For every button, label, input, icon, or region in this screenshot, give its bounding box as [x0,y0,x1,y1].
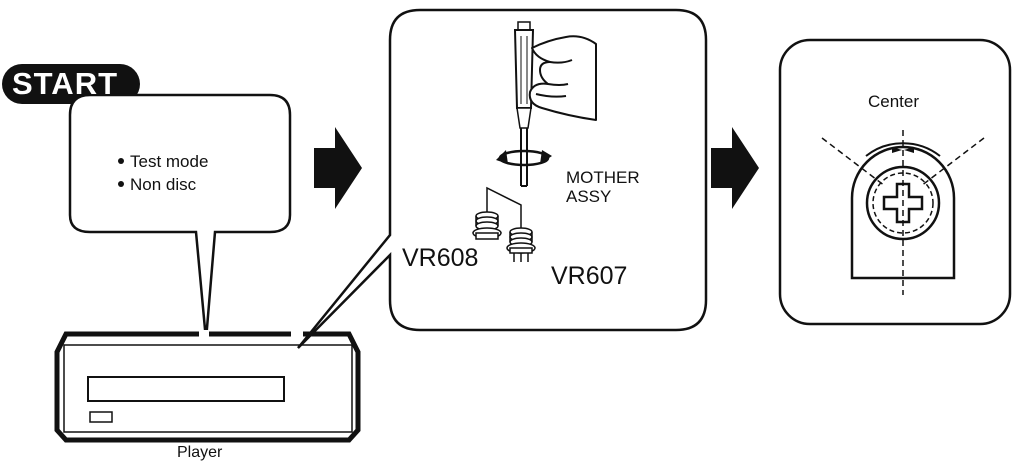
flow-arrow-2 [711,127,759,209]
bullet-icon [118,180,124,187]
instruction-item: Test mode [118,150,208,173]
screwdriver-icon [513,21,535,187]
instruction-bubble [68,93,292,341]
flow-arrow-1 [314,127,362,209]
vr607-trimmer-icon [506,227,536,262]
player-label: Player [177,444,223,461]
vr608-trimmer-icon [472,211,502,240]
rotate-icon [496,149,552,167]
instruction-list: Test mode Non disc [118,150,208,196]
pointer-lines [486,186,522,228]
center-label: Center [868,92,920,111]
adjustment-panel [297,8,708,349]
bullet-icon [118,157,124,164]
board-label-line1: MOTHER [566,168,640,187]
start-badge-label: START [12,66,119,101]
vr608-label: VR608 [402,244,479,272]
board-label-line2: ASSY [566,187,612,206]
player-button [89,411,113,423]
trimmer-top-view [821,130,985,295]
player-device [54,331,361,443]
vr607-label: VR607 [551,262,628,290]
hand-icon [528,35,597,121]
instruction-item: Non disc [118,173,208,196]
